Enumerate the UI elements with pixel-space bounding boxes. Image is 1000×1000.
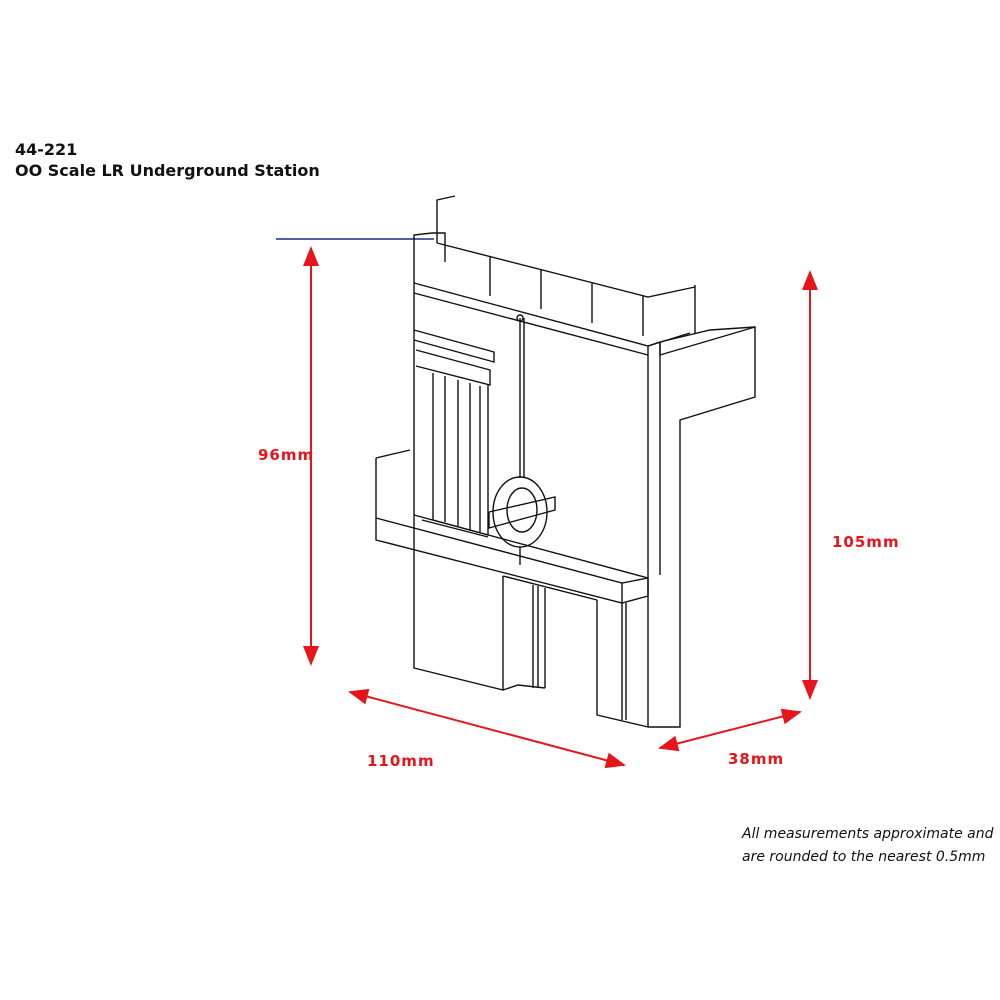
height-96-label: 96mm [258, 446, 315, 464]
note-line-1: All measurements approximate and [742, 826, 994, 842]
depth-38-arrow [658, 708, 802, 752]
product-name: OO Scale LR Underground Station [15, 161, 320, 180]
height-105-label: 105mm [832, 533, 900, 551]
width-110-arrow [348, 688, 626, 769]
width-110-label: 110mm [367, 752, 435, 770]
note-line-2: are rounded to the nearest 0.5mm [742, 849, 986, 865]
building-outline [375, 195, 756, 728]
depth-38-label: 38mm [728, 750, 785, 768]
product-code: 44-221 [15, 140, 78, 159]
